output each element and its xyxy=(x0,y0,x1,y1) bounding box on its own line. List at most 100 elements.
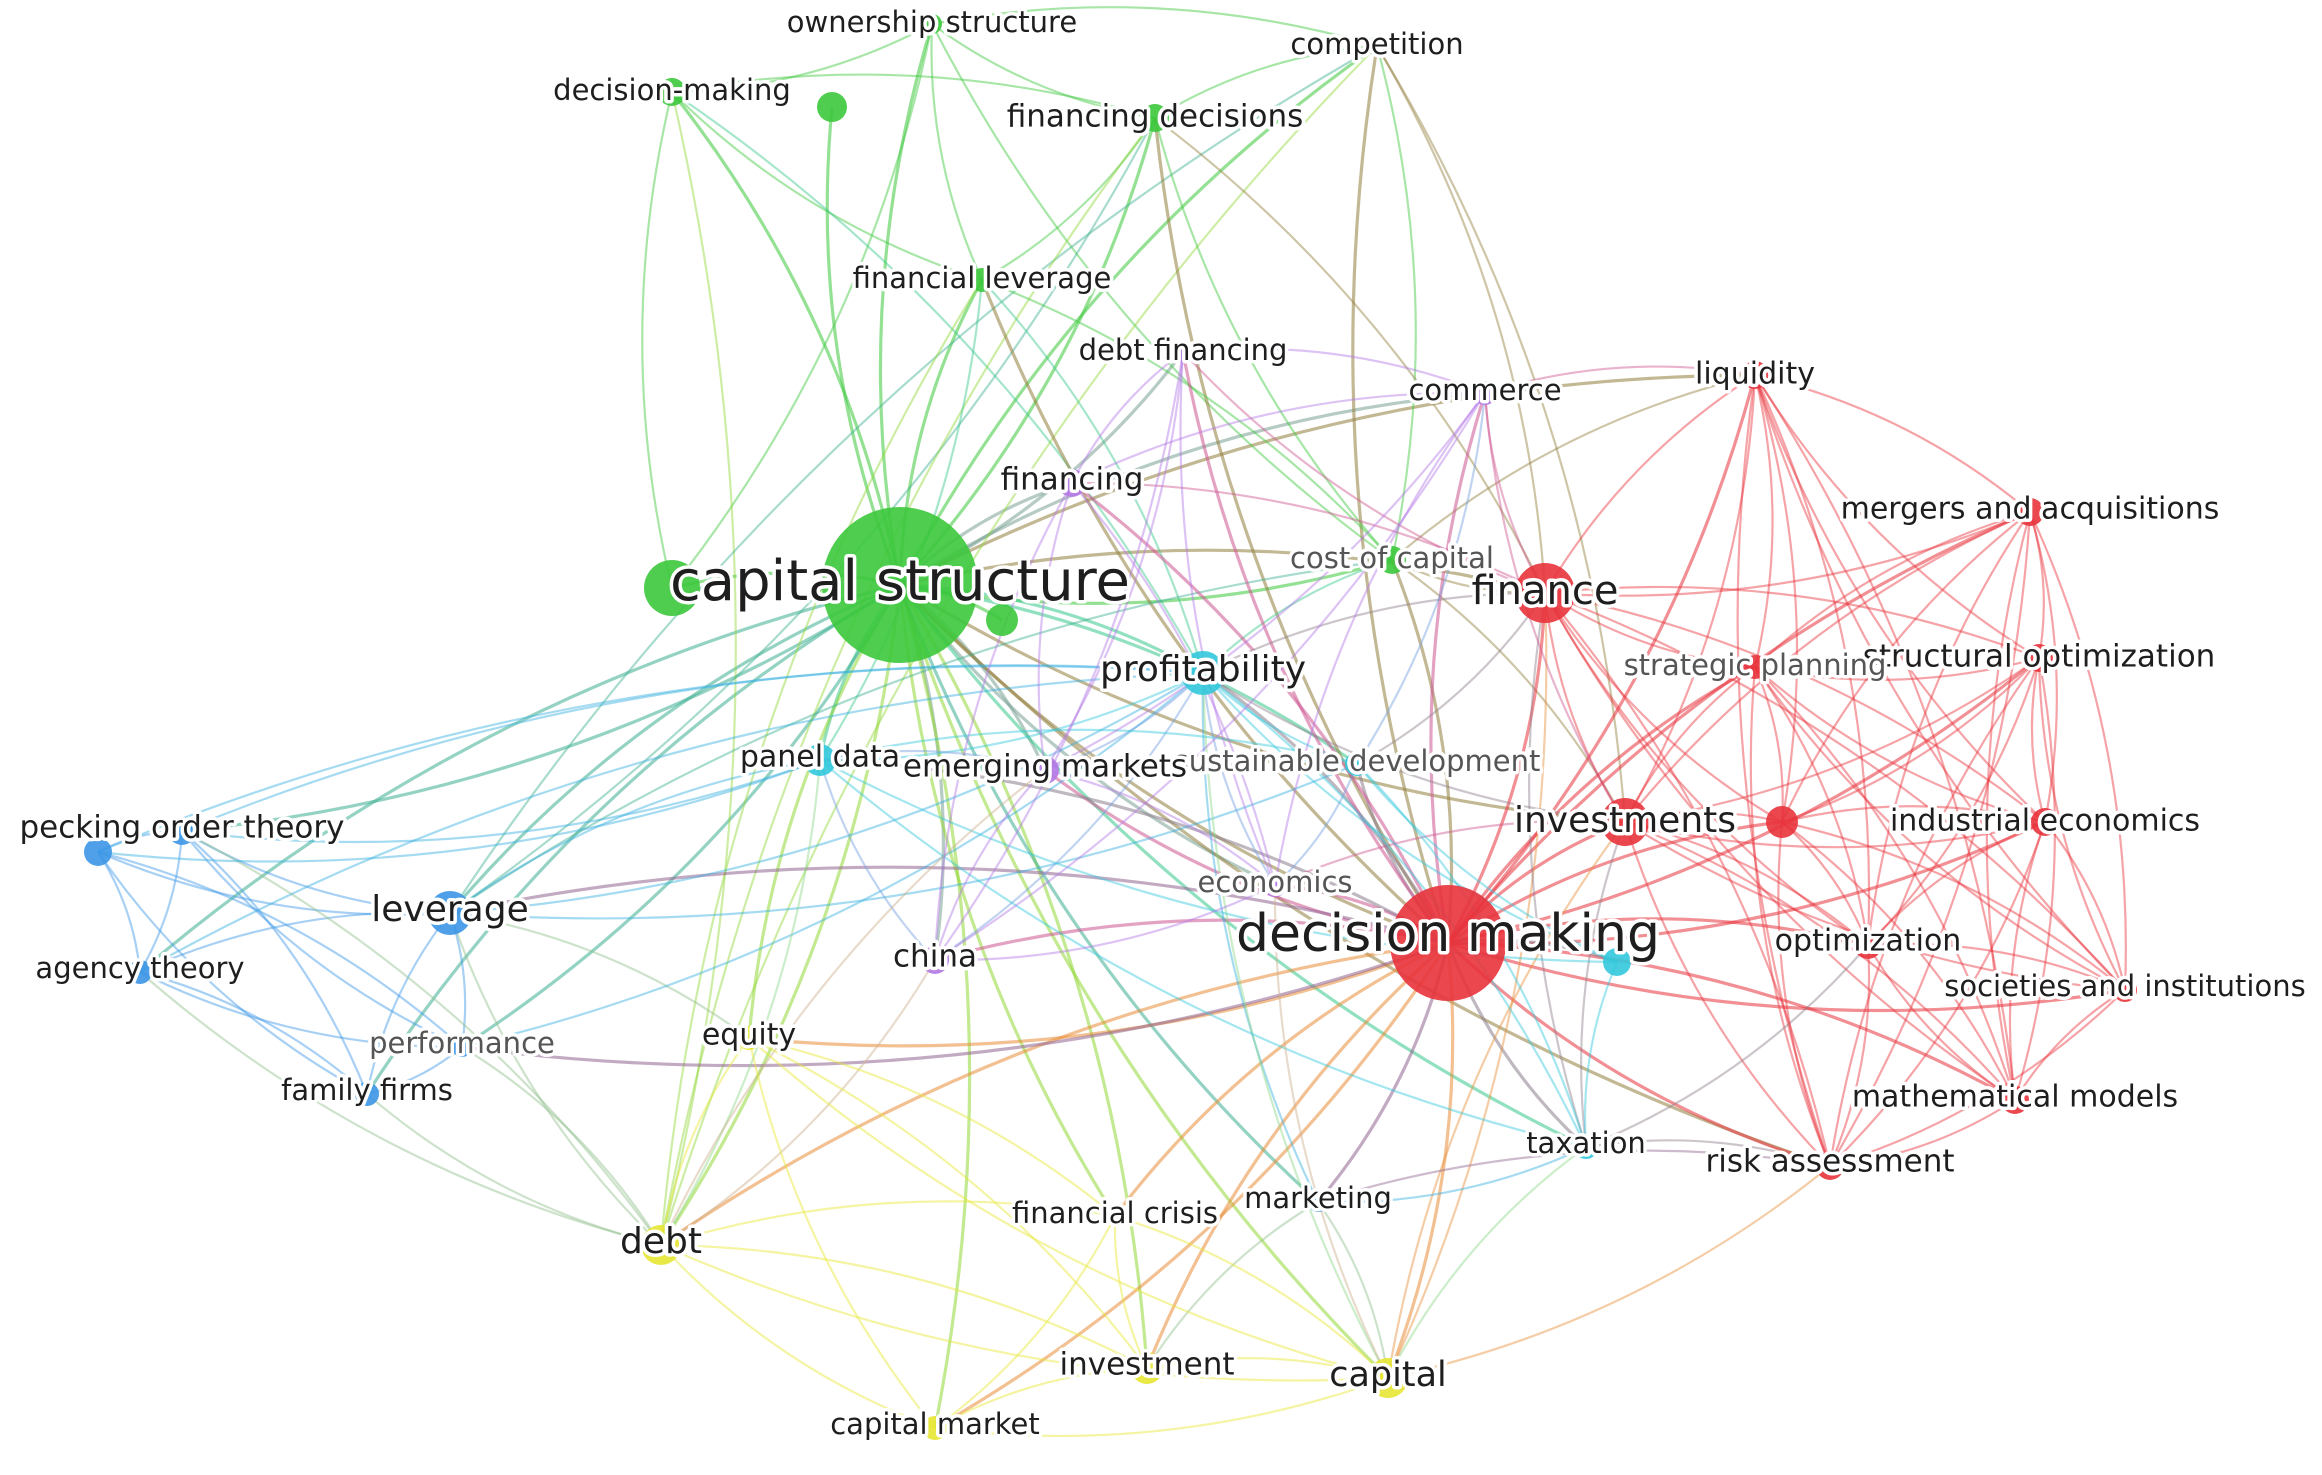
edge-investments-economics xyxy=(1274,819,1626,887)
node-panel-data[interactable] xyxy=(804,744,836,776)
node-family-firms[interactable] xyxy=(355,1082,379,1106)
edge-agency-theory-family-firms xyxy=(139,970,368,1095)
edge-commerce-china xyxy=(934,392,1486,961)
node-investments[interactable] xyxy=(1601,798,1649,846)
node-mathematical-models[interactable] xyxy=(2001,1086,2029,1114)
node-strategic-planning[interactable] xyxy=(1743,655,1767,679)
edge-pecking-order-theory-family-firms xyxy=(181,830,369,1095)
node-mergers-and-acquisitions[interactable] xyxy=(2016,498,2044,526)
node-green-unlabeled-1[interactable] xyxy=(817,92,847,122)
node-label-equity: equity xyxy=(702,1018,796,1053)
node-blue-unlabeled-1[interactable] xyxy=(84,838,112,866)
edge-competition-finance xyxy=(1376,45,1547,594)
node-financing-decisions[interactable] xyxy=(1141,104,1169,132)
edge-investments-mathematical-models xyxy=(1624,820,2016,1101)
edge-industrial-economics-optimization xyxy=(1867,820,2046,946)
node-liquidity[interactable] xyxy=(1741,361,1769,389)
node-label-financial-leverage: financial leverage xyxy=(853,261,1112,295)
node-debt[interactable] xyxy=(641,1225,681,1265)
edge-capital-structure-financial-crisis xyxy=(898,584,1117,1217)
node-optimization[interactable] xyxy=(1854,931,1882,959)
node-industrial-economics[interactable] xyxy=(2031,808,2059,836)
edge-debt-capital-market xyxy=(660,1244,936,1430)
node-finance[interactable] xyxy=(1515,563,1575,623)
node-taxation[interactable] xyxy=(1574,1135,1598,1159)
node-label-debt: debt xyxy=(620,1221,702,1262)
node-label-investment: investment xyxy=(1059,1347,1234,1383)
node-cyan-unlabeled-1[interactable] xyxy=(1603,948,1631,976)
node-financial-crisis[interactable] xyxy=(1105,1206,1125,1226)
edge-cost-of-capital-liquidity xyxy=(1391,373,1756,561)
edge-family-firms-debt xyxy=(366,1093,662,1247)
node-label-marketing: marketing xyxy=(1244,1181,1392,1215)
edge-capital-structure-leverage xyxy=(448,583,901,915)
edge-pecking-order-theory-profitability xyxy=(181,664,1204,833)
node-structural-optimization[interactable] xyxy=(2025,644,2053,672)
node-agency-theory[interactable] xyxy=(128,960,152,984)
edge-structural-optimization-mathematical-models xyxy=(2013,657,2056,1101)
node-capital-market[interactable] xyxy=(923,1416,947,1440)
edge-debt-financing-economics xyxy=(1179,351,1277,886)
node-sustainable-development[interactable] xyxy=(1345,752,1369,776)
node-financing[interactable] xyxy=(1058,469,1086,497)
node-profitability[interactable] xyxy=(1181,651,1225,695)
node-leverage[interactable] xyxy=(428,891,472,935)
node-performance[interactable] xyxy=(452,1037,472,1057)
edge-sustainable-development-economics xyxy=(1274,763,1359,886)
node-label-financing-decisions: financing decisions xyxy=(1007,99,1304,135)
node-competition[interactable] xyxy=(1367,36,1387,56)
node-label-capital-market: capital market xyxy=(830,1407,1040,1441)
edge-mathematical-models-red-unlabeled-1 xyxy=(1781,821,2016,1101)
node-ownership-structure[interactable] xyxy=(922,14,942,34)
edge-decision-making-hyphen-profitability xyxy=(671,91,1204,674)
nodes-layer xyxy=(84,14,2137,1440)
edge-strategic-planning-optimization xyxy=(1754,666,1870,946)
edge-finance-mathematical-models xyxy=(1544,592,2016,1101)
edge-mergers-and-acquisitions-red-unlabeled-1 xyxy=(1781,511,2031,823)
node-decision-making-hyphen[interactable] xyxy=(658,78,686,106)
edge-liquidity-commerce xyxy=(1484,365,1756,395)
node-china[interactable] xyxy=(921,946,949,974)
node-debt-financing[interactable] xyxy=(1173,342,1193,362)
node-equity[interactable] xyxy=(737,1026,761,1050)
edge-optimization-societies-and-institutions xyxy=(1867,942,2126,992)
node-capital-structure[interactable] xyxy=(822,507,978,663)
node-financial-leverage[interactable] xyxy=(970,268,994,292)
edge-performance-debt xyxy=(461,1046,662,1246)
edge-structural-optimization-risk-assessment xyxy=(1828,657,2040,1167)
node-economics[interactable] xyxy=(1263,873,1287,897)
edge-investments-structural-optimization xyxy=(1624,657,2040,824)
edge-blue-unlabeled-1-profitability xyxy=(97,664,1204,854)
node-red-unlabeled-1[interactable] xyxy=(1766,806,1798,838)
edge-financial-leverage-profitability xyxy=(981,279,1205,674)
edge-pecking-order-theory-panel-data xyxy=(181,758,821,844)
node-label-performance: performance xyxy=(369,1026,555,1060)
node-capital[interactable] xyxy=(1368,1358,1408,1398)
node-investment[interactable] xyxy=(1131,1352,1163,1384)
edge-capital-market-financial-crisis xyxy=(934,1215,1116,1429)
node-marketing[interactable] xyxy=(1308,1192,1328,1212)
edge-finance-optimization xyxy=(1544,592,1869,946)
edge-panel-data-sustainable-development xyxy=(819,728,1358,766)
node-label-mergers-and-acquisitions: mergers and acquisitions xyxy=(1841,492,2220,527)
node-decision-making[interactable] xyxy=(1390,885,1506,1001)
edge-capital-capital-market xyxy=(934,1376,1389,1438)
edge-equity-investment xyxy=(748,1037,1148,1369)
node-cost-of-capital[interactable] xyxy=(1378,546,1406,574)
node-societies-and-institutions[interactable] xyxy=(2113,978,2137,1002)
node-green-unlabeled-3[interactable] xyxy=(986,604,1018,636)
edge-agency-theory-performance xyxy=(139,971,463,1049)
edge-decision-making-panel-data xyxy=(819,758,1449,945)
edge-finance-capital xyxy=(1387,592,1548,1379)
edge-capital-structure-performance xyxy=(461,584,902,1049)
edge-capital-structure-finance xyxy=(899,548,1546,595)
node-green-unlabeled-2[interactable] xyxy=(644,560,700,616)
node-commerce[interactable] xyxy=(1473,381,1497,405)
node-label-pecking-order-theory: pecking order theory xyxy=(20,810,345,846)
node-pecking-order-theory[interactable] xyxy=(168,817,196,845)
edge-liquidity-structural-optimization xyxy=(1754,374,2040,659)
edge-leverage-panel-data xyxy=(449,758,821,914)
node-risk-assessment[interactable] xyxy=(1816,1152,1844,1180)
node-emerging-markets[interactable] xyxy=(1031,756,1059,784)
edge-finance-sustainable-development xyxy=(1356,592,1546,765)
